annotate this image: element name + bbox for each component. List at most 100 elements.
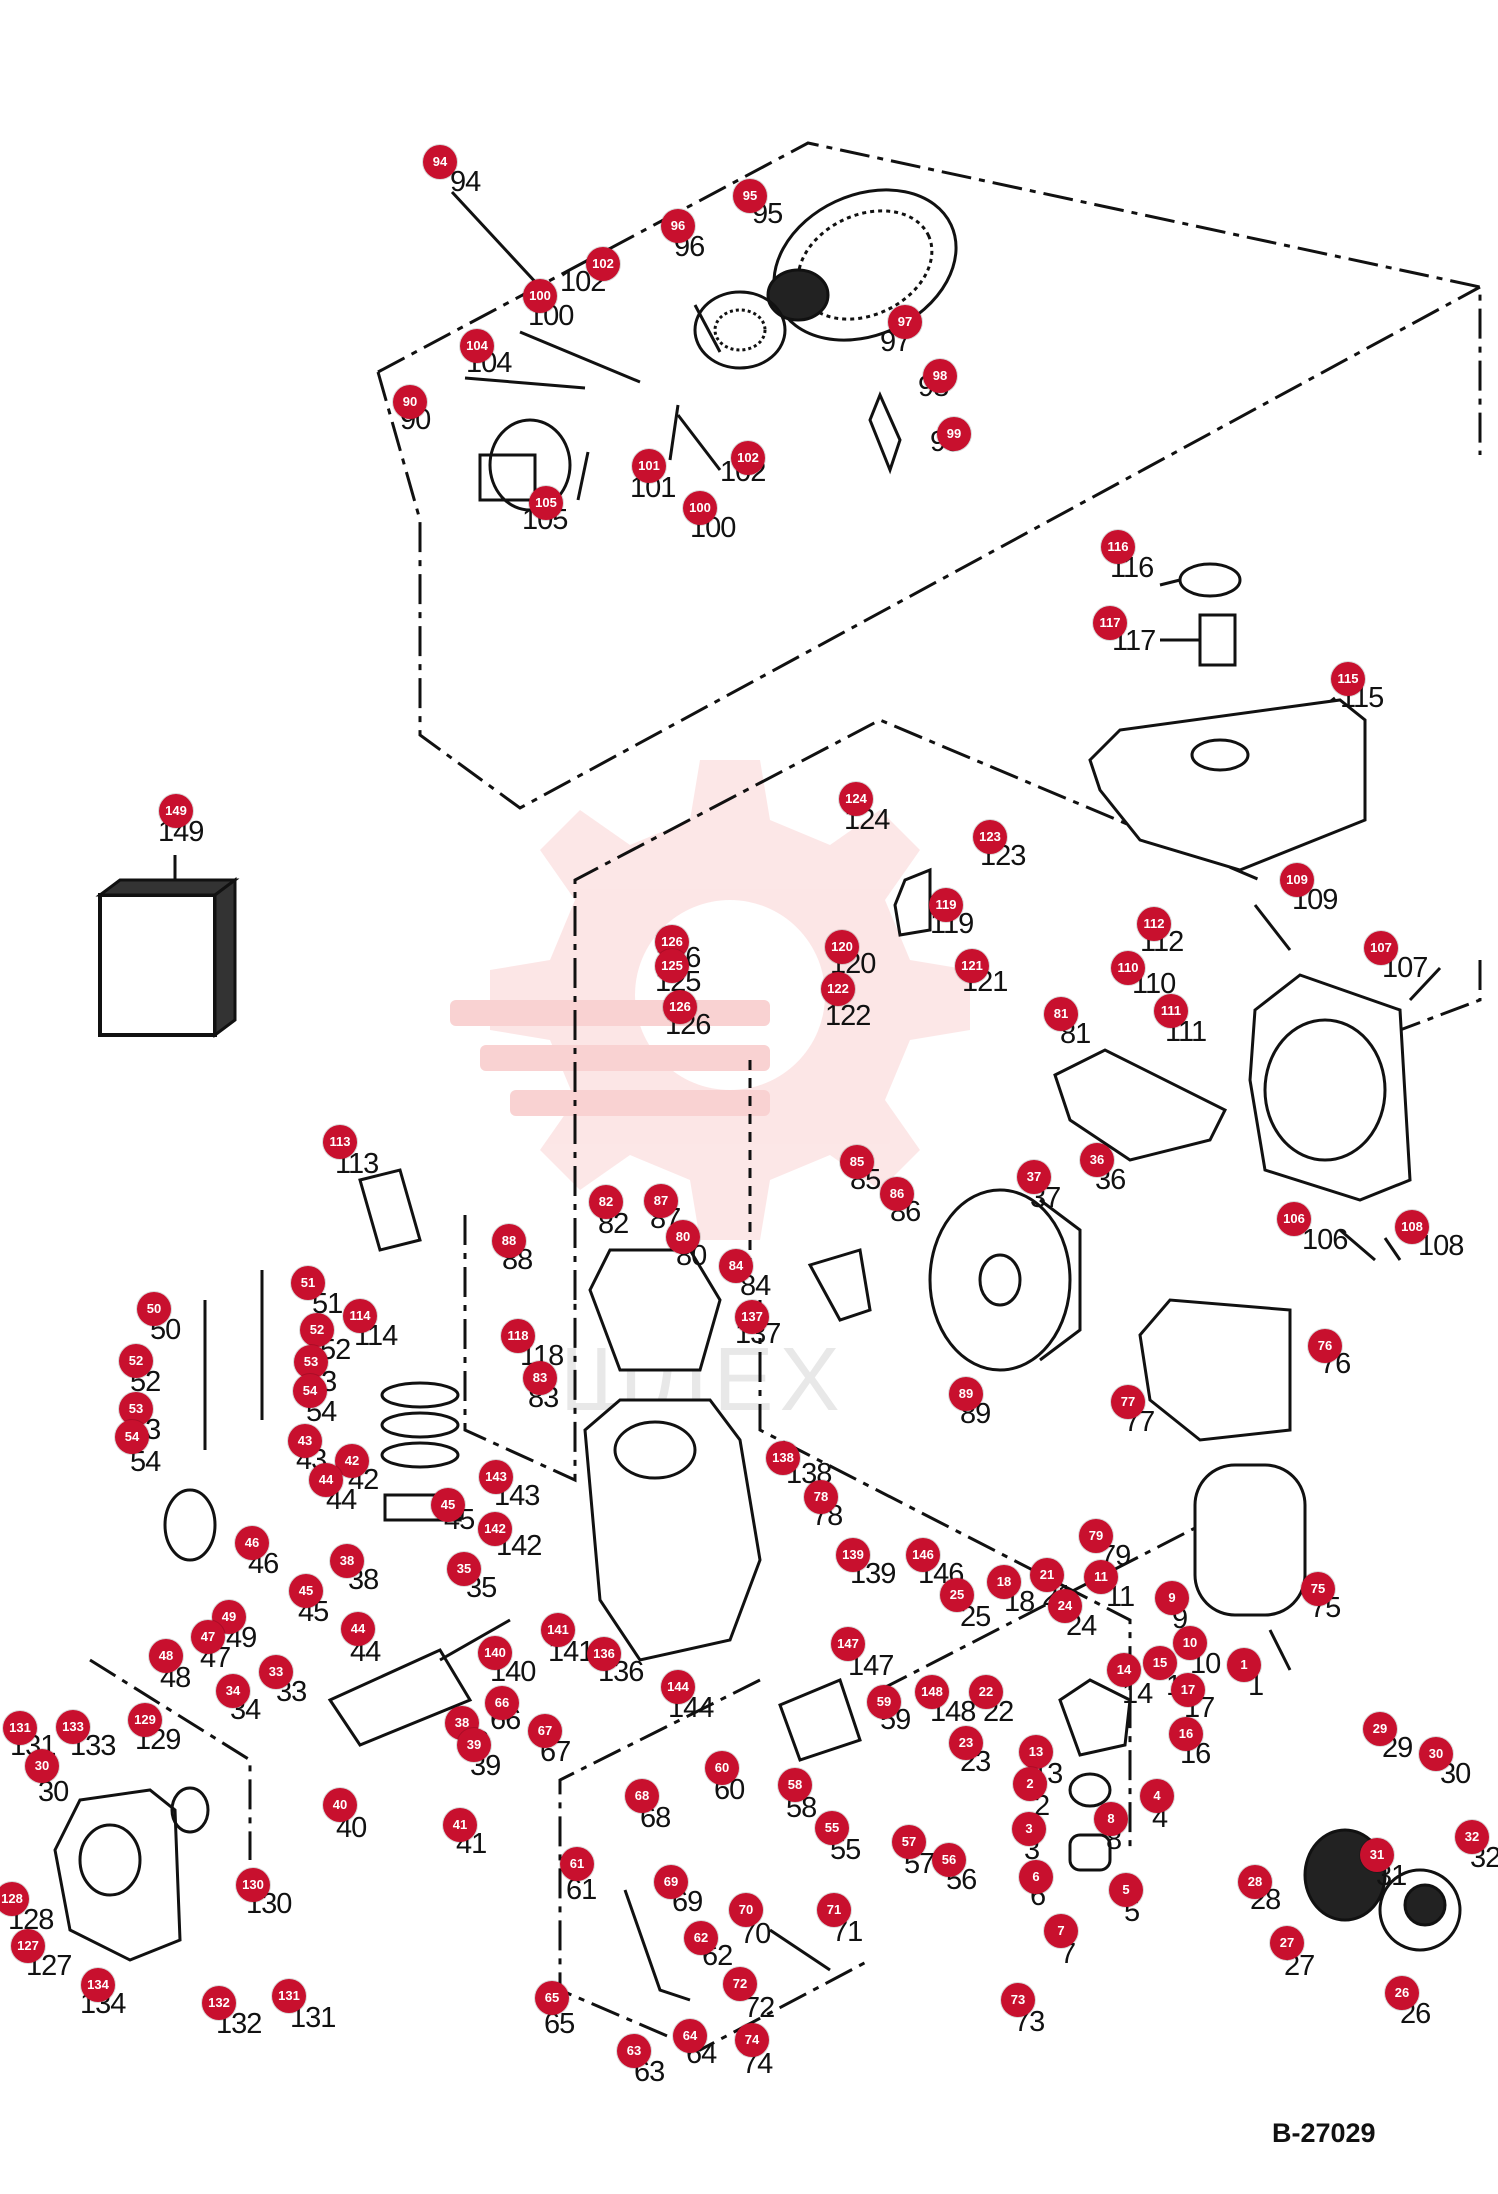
part-hotspot-48[interactable]: 48: [149, 1639, 183, 1673]
part-hotspot-77[interactable]: 77: [1111, 1385, 1145, 1419]
part-hotspot-27[interactable]: 27: [1270, 1926, 1304, 1960]
part-hotspot-129[interactable]: 129: [128, 1703, 162, 1737]
part-hotspot-78[interactable]: 78: [804, 1480, 838, 1514]
part-hotspot-109[interactable]: 109: [1280, 863, 1314, 897]
part-hotspot-81[interactable]: 81: [1044, 997, 1078, 1031]
part-hotspot-123[interactable]: 123: [973, 820, 1007, 854]
part-hotspot-131[interactable]: 131: [3, 1711, 37, 1745]
part-hotspot-6[interactable]: 6: [1019, 1860, 1053, 1894]
part-hotspot-59[interactable]: 59: [867, 1685, 901, 1719]
part-hotspot-7[interactable]: 7: [1044, 1914, 1078, 1948]
part-hotspot-118[interactable]: 118: [501, 1319, 535, 1353]
part-hotspot-2[interactable]: 2: [1013, 1767, 1047, 1801]
part-hotspot-18[interactable]: 18: [987, 1565, 1021, 1599]
part-hotspot-83[interactable]: 83: [523, 1361, 557, 1395]
part-hotspot-127[interactable]: 127: [11, 1929, 45, 1963]
part-hotspot-66[interactable]: 66: [485, 1686, 519, 1720]
part-hotspot-21[interactable]: 21: [1030, 1558, 1064, 1592]
part-hotspot-116[interactable]: 116: [1101, 530, 1135, 564]
part-hotspot-126[interactable]: 126: [663, 990, 697, 1024]
part-hotspot-10[interactable]: 10: [1173, 1626, 1207, 1660]
part-hotspot-148[interactable]: 148: [915, 1675, 949, 1709]
part-hotspot-100[interactable]: 100: [683, 491, 717, 525]
part-hotspot-44[interactable]: 44: [341, 1612, 375, 1646]
part-hotspot-74[interactable]: 74: [735, 2023, 769, 2057]
part-hotspot-56[interactable]: 56: [932, 1843, 966, 1877]
part-hotspot-25[interactable]: 25: [940, 1578, 974, 1612]
part-hotspot-107[interactable]: 107: [1364, 931, 1398, 965]
part-hotspot-29[interactable]: 29: [1363, 1712, 1397, 1746]
part-hotspot-86[interactable]: 86: [880, 1177, 914, 1211]
part-hotspot-8[interactable]: 8: [1094, 1802, 1128, 1836]
part-hotspot-11[interactable]: 11: [1084, 1560, 1118, 1594]
part-hotspot-143[interactable]: 143: [479, 1460, 513, 1494]
part-hotspot-111[interactable]: 111: [1154, 994, 1188, 1028]
part-hotspot-45[interactable]: 45: [431, 1488, 465, 1522]
part-hotspot-96[interactable]: 96: [661, 209, 695, 243]
part-hotspot-102[interactable]: 102: [586, 247, 620, 281]
part-hotspot-51[interactable]: 51: [291, 1266, 325, 1300]
part-hotspot-55[interactable]: 55: [815, 1811, 849, 1845]
part-hotspot-23[interactable]: 23: [949, 1726, 983, 1760]
part-hotspot-60[interactable]: 60: [705, 1751, 739, 1785]
part-hotspot-134[interactable]: 134: [81, 1968, 115, 2002]
part-hotspot-128[interactable]: 128: [0, 1882, 29, 1916]
part-hotspot-62[interactable]: 62: [684, 1921, 718, 1955]
part-hotspot-144[interactable]: 144: [661, 1670, 695, 1704]
part-hotspot-28[interactable]: 28: [1238, 1865, 1272, 1899]
part-hotspot-26[interactable]: 26: [1385, 1976, 1419, 2010]
part-hotspot-130[interactable]: 130: [236, 1868, 270, 1902]
part-hotspot-54[interactable]: 54: [293, 1374, 327, 1408]
part-hotspot-4[interactable]: 4: [1140, 1779, 1174, 1813]
part-hotspot-67[interactable]: 67: [528, 1714, 562, 1748]
part-hotspot-110[interactable]: 110: [1111, 951, 1145, 985]
part-hotspot-97[interactable]: 97: [888, 305, 922, 339]
part-hotspot-71[interactable]: 71: [817, 1893, 851, 1927]
part-hotspot-34[interactable]: 34: [216, 1674, 250, 1708]
part-hotspot-89[interactable]: 89: [949, 1377, 983, 1411]
part-hotspot-22[interactable]: 22: [969, 1675, 1003, 1709]
part-hotspot-101[interactable]: 101: [632, 449, 666, 483]
part-hotspot-53[interactable]: 53: [294, 1345, 328, 1379]
part-hotspot-16[interactable]: 16: [1169, 1717, 1203, 1751]
part-hotspot-72[interactable]: 72: [723, 1967, 757, 2001]
part-hotspot-119[interactable]: 119: [929, 888, 963, 922]
part-hotspot-79[interactable]: 79: [1079, 1519, 1113, 1553]
part-hotspot-63[interactable]: 63: [617, 2034, 651, 2068]
part-hotspot-149[interactable]: 149: [159, 794, 193, 828]
part-hotspot-82[interactable]: 82: [589, 1185, 623, 1219]
part-hotspot-88[interactable]: 88: [492, 1224, 526, 1258]
part-hotspot-54[interactable]: 54: [115, 1420, 149, 1454]
part-hotspot-113[interactable]: 113: [323, 1125, 357, 1159]
part-hotspot-52[interactable]: 52: [119, 1344, 153, 1378]
part-hotspot-24[interactable]: 24: [1048, 1589, 1082, 1623]
part-hotspot-108[interactable]: 108: [1395, 1210, 1429, 1244]
part-hotspot-31[interactable]: 31: [1360, 1838, 1394, 1872]
part-hotspot-94[interactable]: 94: [423, 145, 457, 179]
part-hotspot-35[interactable]: 35: [447, 1552, 481, 1586]
part-hotspot-9[interactable]: 9: [1155, 1581, 1189, 1615]
part-hotspot-36[interactable]: 36: [1080, 1143, 1114, 1177]
part-hotspot-112[interactable]: 112: [1137, 907, 1171, 941]
part-hotspot-87[interactable]: 87: [644, 1184, 678, 1218]
part-hotspot-121[interactable]: 121: [955, 949, 989, 983]
part-hotspot-137[interactable]: 137: [735, 1300, 769, 1334]
part-hotspot-133[interactable]: 133: [56, 1710, 90, 1744]
part-hotspot-131[interactable]: 131: [272, 1979, 306, 2013]
part-hotspot-136[interactable]: 136: [587, 1637, 621, 1671]
part-hotspot-141[interactable]: 141: [541, 1613, 575, 1647]
part-hotspot-46[interactable]: 46: [235, 1526, 269, 1560]
part-hotspot-120[interactable]: 120: [825, 930, 859, 964]
part-hotspot-95[interactable]: 95: [733, 179, 767, 213]
part-hotspot-146[interactable]: 146: [906, 1538, 940, 1572]
part-hotspot-45[interactable]: 45: [289, 1574, 323, 1608]
part-hotspot-132[interactable]: 132: [202, 1986, 236, 2020]
part-hotspot-64[interactable]: 64: [673, 2019, 707, 2053]
part-hotspot-70[interactable]: 70: [729, 1893, 763, 1927]
part-hotspot-75[interactable]: 75: [1301, 1572, 1335, 1606]
part-hotspot-140[interactable]: 140: [478, 1636, 512, 1670]
part-hotspot-17[interactable]: 17: [1171, 1673, 1205, 1707]
part-hotspot-102[interactable]: 102: [731, 441, 765, 475]
part-hotspot-76[interactable]: 76: [1308, 1329, 1342, 1363]
part-hotspot-90[interactable]: 90: [393, 385, 427, 419]
